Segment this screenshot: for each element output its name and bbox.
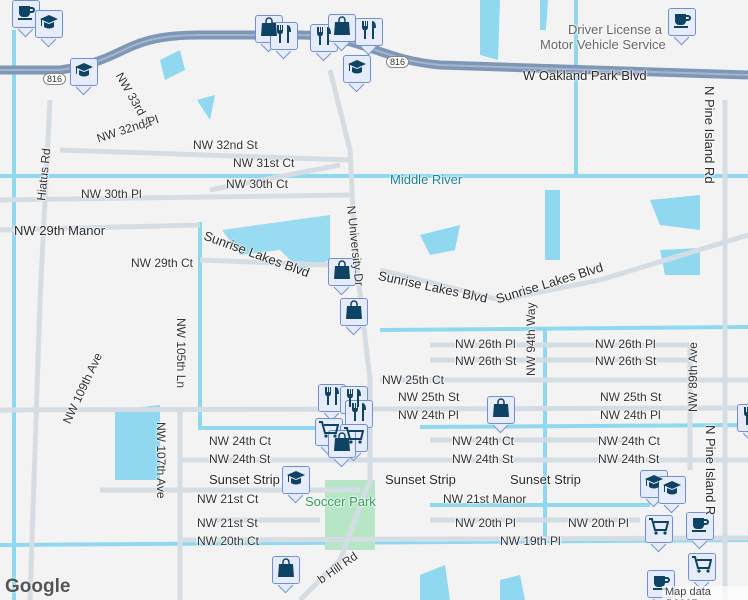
coffee-icon xyxy=(652,573,670,596)
street-label: W Oakland Park Blvd xyxy=(523,68,647,83)
street-label: NW 107th Ave xyxy=(154,422,168,499)
school-marker[interactable] xyxy=(70,58,98,96)
street-label: NW 24th Ct xyxy=(452,434,515,448)
school-marker[interactable] xyxy=(658,476,686,514)
restaurant-icon xyxy=(742,406,748,431)
grocery-icon xyxy=(692,555,713,579)
shopping-marker[interactable] xyxy=(328,258,356,296)
shopping-marker[interactable] xyxy=(340,298,368,336)
school-icon xyxy=(39,13,59,36)
street-label: NW 25th St xyxy=(600,390,662,404)
school-marker[interactable] xyxy=(35,10,63,48)
street-label: NW 26th Pl xyxy=(455,337,516,351)
shopping-icon xyxy=(278,557,294,583)
street-label: NW 94th Way xyxy=(524,302,538,376)
shopping-marker[interactable] xyxy=(272,556,300,594)
street-label: NW 26th St xyxy=(595,354,657,368)
street-label: NW 21st Manor xyxy=(443,492,527,506)
park-label: Soccer Park xyxy=(305,494,376,509)
street-label: NW 20th Pl xyxy=(455,516,516,530)
street-label: NW 20th Ct xyxy=(197,534,260,548)
shopping-icon xyxy=(334,431,350,457)
street-label: NW 29th Manor xyxy=(14,223,106,238)
shopping-icon xyxy=(261,16,277,42)
street-label: NW 29th Ct xyxy=(131,256,194,270)
street-label: NW 30th Pl xyxy=(81,187,142,201)
school-marker[interactable] xyxy=(343,55,371,93)
google-logo: Google xyxy=(5,576,71,597)
grocery-marker[interactable] xyxy=(645,515,673,553)
street-label: NW 21st Ct xyxy=(197,492,259,506)
street-label: NW 32nd St xyxy=(193,138,258,152)
school-icon xyxy=(286,469,306,492)
restaurant-icon xyxy=(323,386,341,411)
street-label: NW 105th Ln xyxy=(174,318,188,389)
shopping-icon xyxy=(334,15,350,41)
school-icon xyxy=(662,479,682,502)
street-label: NW 24th Pl xyxy=(398,408,459,422)
street-label: NW 24th Ct xyxy=(598,434,661,448)
water-bodies xyxy=(115,0,700,600)
shopping-icon xyxy=(346,299,362,325)
street-label: N Pine Island Rd xyxy=(702,86,717,184)
street-label: NW 24th Ct xyxy=(209,434,272,448)
school-icon xyxy=(644,473,664,496)
restaurant-marker[interactable] xyxy=(355,18,383,56)
map-attribution[interactable]: Map data ©2025 xyxy=(662,586,748,600)
school-marker[interactable] xyxy=(282,466,310,504)
street-label: NW 89th Ave xyxy=(686,342,700,412)
street-label: Sunset Strip xyxy=(385,472,456,487)
shopping-marker[interactable] xyxy=(328,430,356,468)
restaurant-icon xyxy=(275,24,293,49)
grocery-icon xyxy=(344,426,365,450)
street-label: NW 24th St xyxy=(452,452,514,466)
street-label: NW 25th Ct xyxy=(382,373,445,387)
street-label: NW 20th Pl xyxy=(568,516,629,530)
restaurant-marker[interactable] xyxy=(737,404,748,442)
street-label: NW 30th Ct xyxy=(226,177,289,191)
grocery-icon xyxy=(319,420,340,444)
school-icon xyxy=(74,61,94,84)
street-label: N Pine Island R xyxy=(703,425,718,516)
street-label: NW 21st St xyxy=(197,516,258,530)
street-label: NW 26th St xyxy=(455,354,517,368)
grocery-marker[interactable] xyxy=(688,553,716,591)
restaurant-icon xyxy=(350,402,368,427)
street-label: Sunset Strip xyxy=(510,472,581,487)
coffee-icon xyxy=(691,515,709,538)
poi-label: Motor Vehicle Service xyxy=(540,37,666,52)
street-label: NW 26th Pl xyxy=(595,337,656,351)
street-label: NW 24th St xyxy=(598,452,660,466)
coffee-marker[interactable] xyxy=(668,8,696,46)
highway-shield: 816 xyxy=(43,73,67,85)
shopping-icon xyxy=(493,397,509,423)
restaurant-marker[interactable] xyxy=(270,22,298,60)
shopping-marker[interactable] xyxy=(487,396,515,434)
poi-label: Driver License a xyxy=(568,22,662,37)
coffee-icon xyxy=(673,11,691,34)
street-label: NW 24th Pl xyxy=(600,408,661,422)
restaurant-icon xyxy=(345,388,363,413)
shopping-icon xyxy=(334,259,350,285)
restaurant-marker[interactable] xyxy=(345,400,373,438)
street-label: NW 19th Pl xyxy=(500,534,561,548)
school-icon xyxy=(347,58,367,81)
highway-shield: 816 xyxy=(386,56,410,68)
street-label: NW 24th St xyxy=(209,452,271,466)
street-label: NW 31st Ct xyxy=(233,156,295,170)
street-label: Sunset Strip xyxy=(209,472,280,487)
coffee-icon xyxy=(17,3,35,26)
restaurant-icon xyxy=(315,26,333,51)
grocery-icon xyxy=(649,517,670,541)
restaurant-icon xyxy=(360,20,378,45)
coffee-marker[interactable] xyxy=(686,512,714,550)
street-label: NW 25th St xyxy=(398,390,460,404)
water-label: Middle River xyxy=(390,172,463,187)
